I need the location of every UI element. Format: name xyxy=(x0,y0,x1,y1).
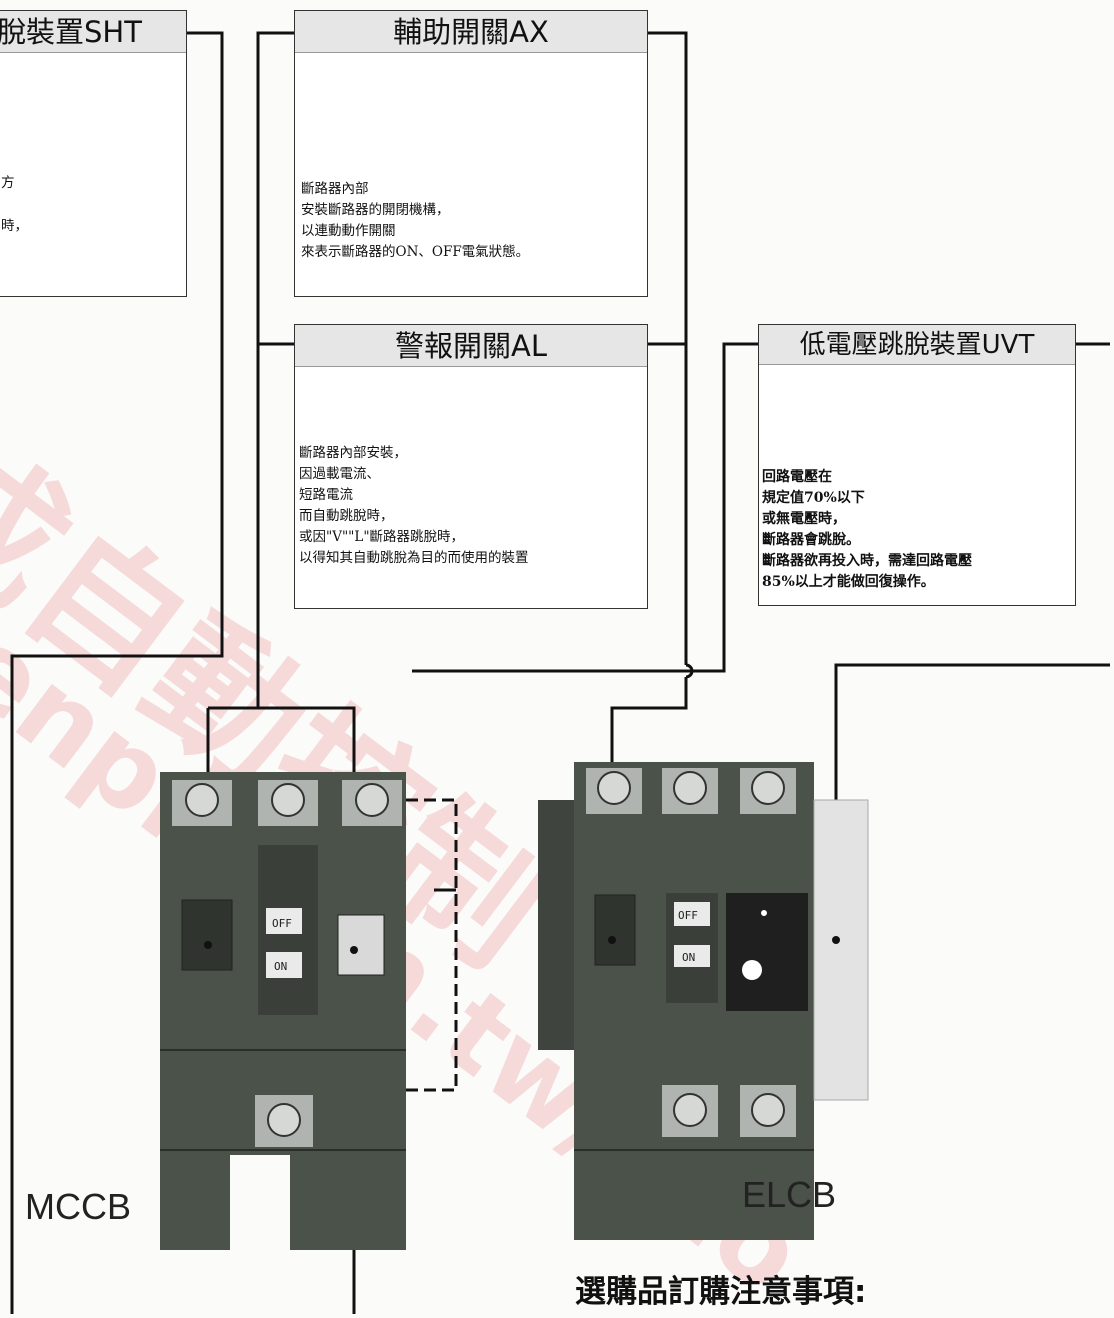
al-description: 斷路器內部安裝， 因過載電流、 短路電流 而自動跳脫時， 或因"V""L"斷路器… xyxy=(299,445,529,566)
ax-description: 斷路器內部 安裝斷路器的開閉機構， 以連動動作開關 來表示斷路器的ON、OFF電… xyxy=(301,181,530,260)
uvt-title: 低電壓跳脫裝置UVT xyxy=(759,325,1075,365)
al-panel: 警報開關AL 斷路器內部安裝， 因過載電流、 短路電流 而自動跳脫時， 或因"V… xyxy=(294,324,648,609)
sht-text-line-1: 方 xyxy=(1,175,15,191)
al-title: 警報開關AL xyxy=(295,325,647,367)
sht-panel: 脫裝置SHT 方 時， xyxy=(0,10,187,297)
sht-connector-line xyxy=(10,31,224,1314)
order-notice-title: 選購品訂購注意事項: xyxy=(575,1274,867,1310)
mccb-on-label: ON xyxy=(274,960,287,973)
elcb-on-label: ON xyxy=(682,951,695,964)
elcb-label: ELCB xyxy=(742,1174,837,1215)
uvt-panel: 低電壓跳脫裝置UVT 回路電壓在 規定值70%以下 或無電壓時， 斷路器會跳脫。… xyxy=(758,324,1076,606)
mccb-drawing: OFF ON xyxy=(160,772,458,1250)
sht-text-line-2: 時， xyxy=(1,218,28,234)
uvt-description: 回路電壓在 規定值70%以下 或無電壓時， 斷路器會跳脫。 斷路器欲再投入時，需… xyxy=(762,469,972,590)
ax-title: 輔助開關AX xyxy=(295,11,647,53)
mccb-label: MCCB xyxy=(25,1186,131,1227)
elcb-off-label: OFF xyxy=(678,909,698,922)
ax-panel: 輔助開關AX 斷路器內部 安裝斷路器的開閉機構， 以連動動作開關 來表示斷路器的… xyxy=(294,10,648,297)
sht-title: 脫裝置SHT xyxy=(0,11,186,53)
mccb-off-label: OFF xyxy=(272,917,292,930)
elcb-drawing: OFF ON xyxy=(538,762,869,1240)
